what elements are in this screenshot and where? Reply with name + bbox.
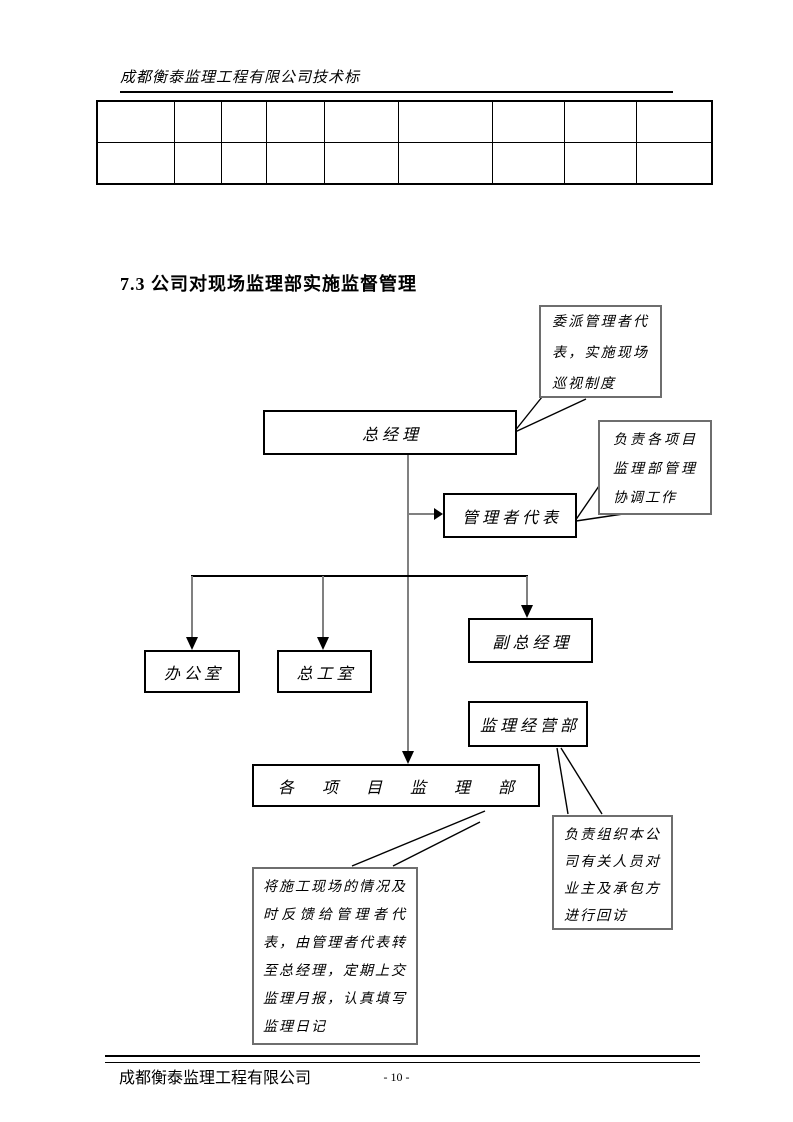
table-cell <box>220 142 267 185</box>
section-heading: 7.3 公司对现场监理部实施监督管理 <box>120 274 417 294</box>
table-cell <box>265 100 325 143</box>
table-cell <box>96 100 175 143</box>
callout-tail-dispatch <box>513 396 543 433</box>
callout-site-feedback: 将施工现场的情况及时反馈给管理者代表，由管理者代表转至总经理，定期上交监理月报，… <box>252 867 418 1045</box>
callout-tail-coordination <box>575 513 624 522</box>
table-cell <box>265 142 325 185</box>
node-label: 总经理 <box>361 426 422 444</box>
empty-table <box>96 100 713 185</box>
callout-tail-coordination <box>574 485 600 522</box>
node-office: 办公室 <box>144 650 240 693</box>
node-general-manager: 总经理 <box>263 410 517 455</box>
footer-company: 成都衡泰监理工程有限公司 <box>119 1070 312 1087</box>
arrowhead-office <box>186 637 198 650</box>
callout-return-visit: 负责组织本公司有关人员对业主及承包方进行回访 <box>552 815 673 930</box>
arrowhead-chief-office <box>317 637 329 650</box>
node-label: 监理经营部 <box>479 718 580 735</box>
node-supervision-operations-dept: 监理经营部 <box>468 701 588 747</box>
node-project-supervision-depts: 各项目监理部 <box>252 764 540 807</box>
arrowhead-deputy-gm <box>521 605 533 618</box>
node-label: 管理者代表 <box>461 509 562 527</box>
table-cell <box>563 142 637 185</box>
footer-rule <box>105 1055 700 1063</box>
table-cell <box>323 100 399 143</box>
arrowhead-representative <box>434 508 443 520</box>
callout-dispatch-representative: 委派管理者代表，实施现场巡视制度 <box>539 305 662 398</box>
callout-tail-dispatch <box>514 398 587 433</box>
table-cell <box>635 100 713 143</box>
callout-coordination: 负责各项目监理部管理协调工作 <box>598 420 712 515</box>
table-cell <box>491 142 565 185</box>
table-row <box>96 100 713 143</box>
header-rule <box>120 91 673 93</box>
node-management-representative: 管理者代表 <box>443 493 577 538</box>
table-cell <box>397 100 493 143</box>
table-cell <box>96 142 175 185</box>
table-cell <box>173 142 222 185</box>
page-header-title: 成都衡泰监理工程有限公司技术标 <box>120 70 361 86</box>
node-chief-engineer-office: 总工室 <box>277 650 372 693</box>
table-cell <box>323 142 399 185</box>
node-deputy-general-manager: 副总经理 <box>468 618 593 663</box>
table-cell <box>491 100 565 143</box>
table-cell <box>635 142 713 185</box>
node-label: 副总经理 <box>492 634 573 652</box>
callout-tail-return-visit <box>560 747 603 815</box>
table-cell <box>220 100 267 143</box>
node-label: 各项目监理部 <box>277 779 542 797</box>
table-cell <box>173 100 222 143</box>
callout-tail-return-visit <box>556 747 569 815</box>
callout-tail-feedback <box>392 821 481 867</box>
footer-page-number: - 10 - <box>383 1070 410 1084</box>
node-label: 总工室 <box>296 665 357 683</box>
table-cell <box>397 142 493 185</box>
table-row <box>96 142 713 185</box>
callout-tail-feedback <box>351 810 486 867</box>
arrowhead-projects <box>402 751 414 764</box>
node-label: 办公室 <box>163 665 224 683</box>
table-cell <box>563 100 637 143</box>
